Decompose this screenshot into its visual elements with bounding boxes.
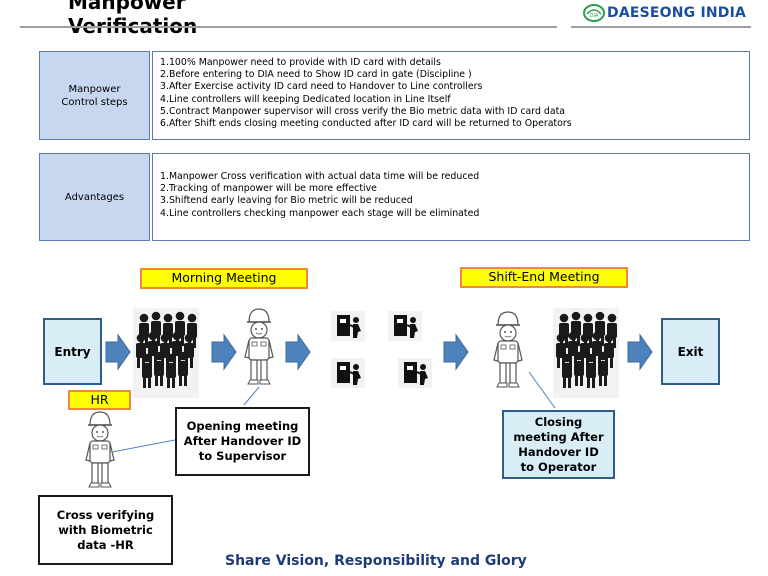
crowd-icon [553,308,619,398]
footer-slogan: Share Vision, Responsibility and Glory [225,553,527,569]
control-step-line: 4.Line controllers will keeping Dedicate… [160,93,451,105]
supervisor-worker-icon [244,308,274,385]
arrow-right-icon [443,334,469,370]
advantage-line: 1.Manpower Cross verification with actua… [160,171,480,182]
hr-worker-icon [85,411,115,488]
advantage-line: 2.Tracking of manpower will be more effe… [160,183,377,195]
opening-meeting-note: Opening meeting After Handover ID to Sup… [175,407,310,476]
id-card-handover-icon [387,310,423,342]
shift-end-meeting-label: Shift-End Meeting [460,267,628,288]
advantages-label: Advantages [39,153,150,241]
connector-line [111,439,176,453]
morning-meeting-label: Morning Meeting [140,268,308,289]
hr-biometric-note: Cross verifying with Biometric data -HR [38,495,173,565]
arrow-right-icon [285,334,311,370]
crowd-icon [133,308,199,398]
control-step-line: 1.100% Manpower need to provide with ID … [160,57,441,68]
arrow-right-icon [105,334,131,370]
control-step-line: 6.After Shift ends closing meeting condu… [160,118,572,130]
connector-line [243,386,260,406]
control-steps-label: Manpower Control steps [39,51,150,140]
exit-box: Exit [661,318,720,385]
closing-meeting-note: Closing meeting After Handover ID to Ope… [502,410,615,479]
header-rule-left [20,26,557,28]
control-step-line: 3.After Exercise activity ID card need t… [160,81,483,93]
company-logo: DIA DAESEONG INDIA [583,3,763,23]
company-name: DAESEONG INDIA [607,5,747,21]
line-controller-worker-icon [493,311,523,388]
advantages-text: 1.Manpower Cross verification with actua… [152,153,750,241]
control-step-line: 2.Before entering to DIA need to Show ID… [160,69,472,81]
advantage-line: 4.Line controllers checking manpower eac… [160,207,480,219]
logo-initials: DIA [590,13,599,19]
hr-label: HR [68,390,131,410]
control-steps-text: 1.100% Manpower need to provide with ID … [152,51,750,140]
advantage-line: 3.Shiftend early leaving for Bio metric … [160,195,413,207]
page-title: Manpower Verification [68,0,198,38]
id-card-handover-icon [397,357,433,389]
id-card-handover-icon [330,357,366,389]
connector-line [528,371,556,409]
arrow-right-icon [627,334,653,370]
header-rule-right [571,26,751,28]
dia-logo-icon: DIA [583,4,605,22]
arrow-right-icon [211,334,237,370]
id-card-handover-icon [330,310,366,342]
entry-box: Entry [43,318,102,385]
control-step-line: 5.Contract Manpower supervisor will cros… [160,105,566,117]
